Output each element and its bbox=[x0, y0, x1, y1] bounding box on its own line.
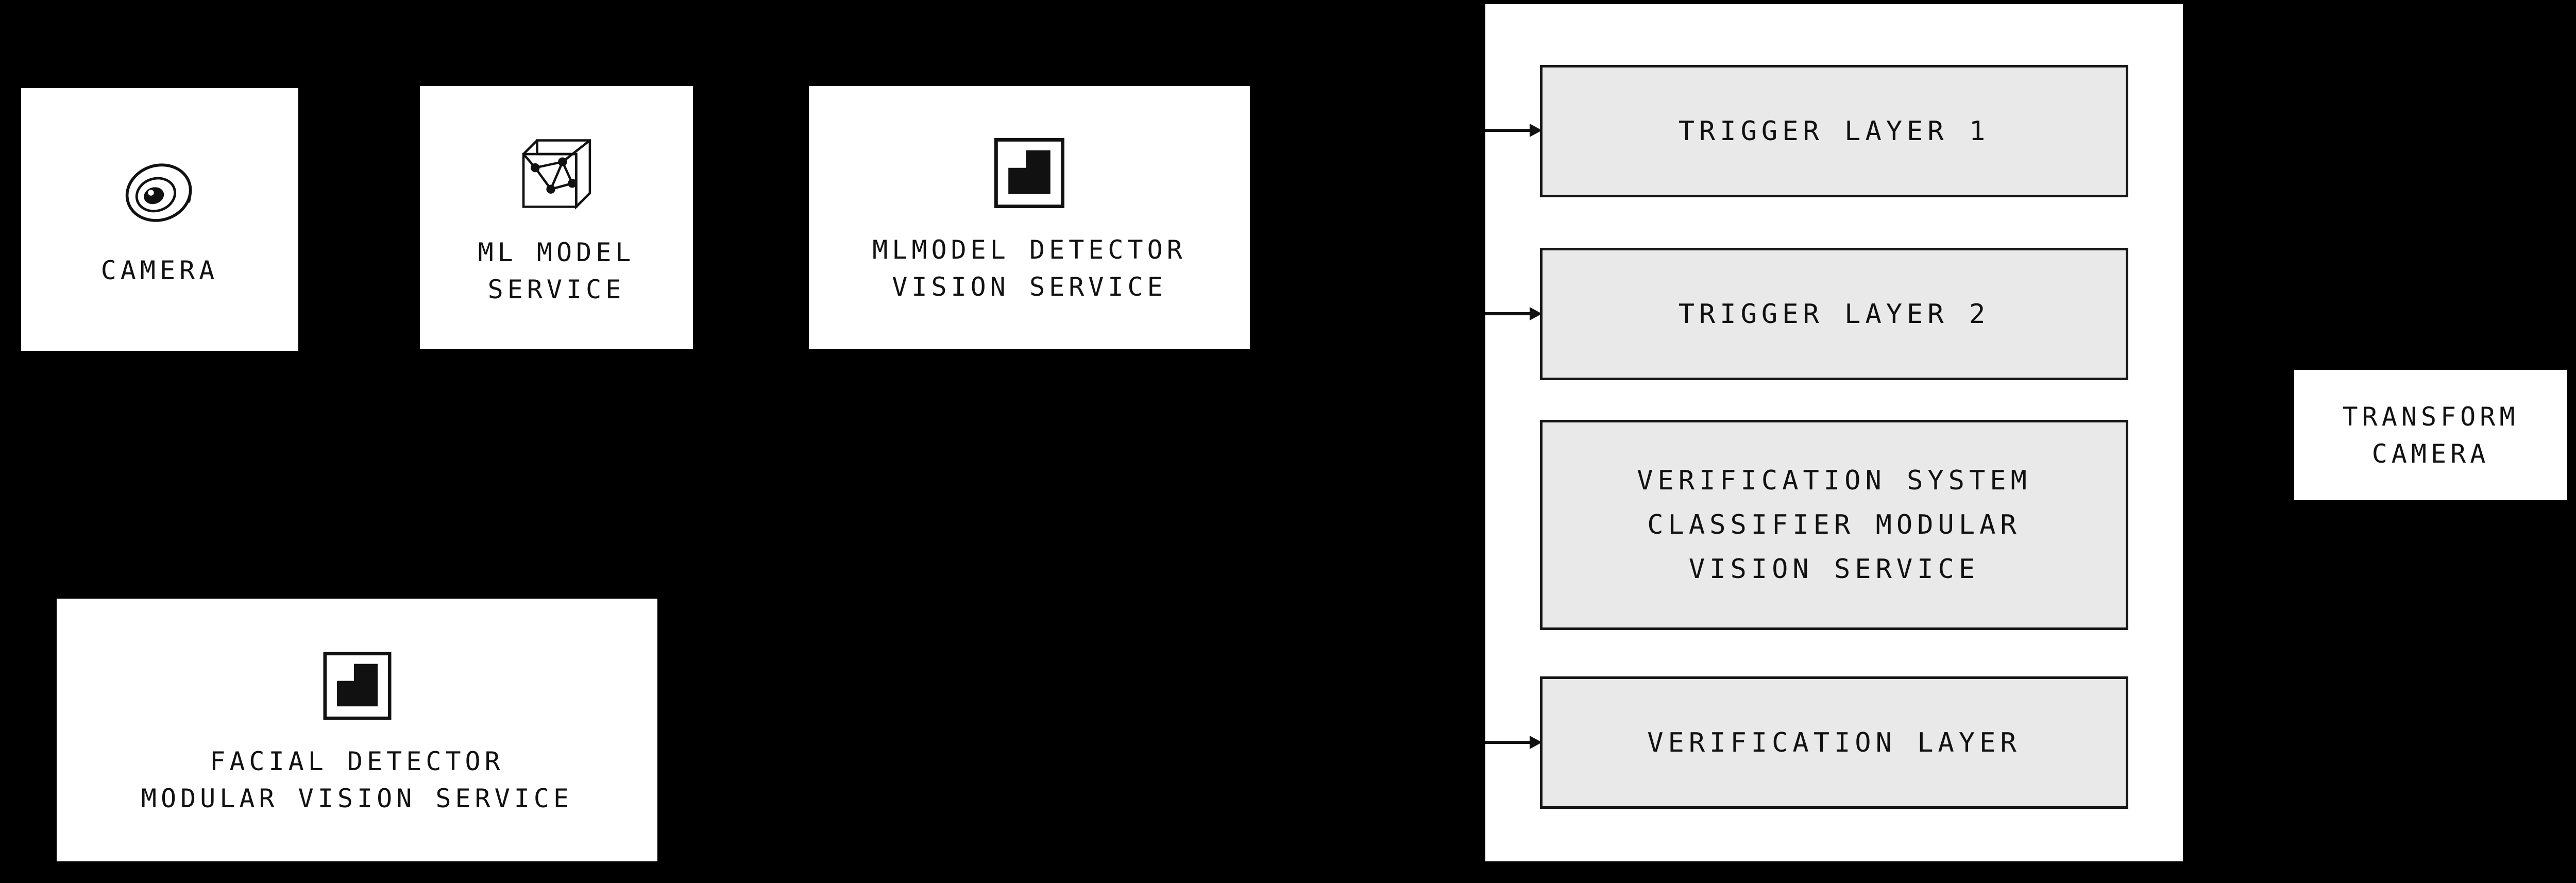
layer-verification-label: VERIFICATION LAYER bbox=[1647, 727, 2021, 758]
node-transform-camera-label: TRANSFORM CAMERA bbox=[2342, 401, 2519, 469]
arrow-into-trigger-layer-2 bbox=[1485, 307, 1542, 320]
layer-trigger-2-label: TRIGGER LAYER 2 bbox=[1678, 298, 1990, 330]
node-transform-camera[interactable]: TRANSFORM CAMERA bbox=[2294, 370, 2567, 500]
layer-verification[interactable]: VERIFICATION LAYER bbox=[1540, 676, 2128, 809]
layer-trigger-1-label: TRIGGER LAYER 1 bbox=[1678, 115, 1990, 147]
node-ml-model-service[interactable]: ML MODEL SERVICE bbox=[420, 86, 693, 349]
arrow-into-verification-layer bbox=[1485, 736, 1542, 749]
node-mlmodel-detector[interactable]: MLMODEL DETECTOR VISION SERVICE bbox=[809, 86, 1250, 349]
node-facial-detector-label: FACIAL DETECTOR MODULAR VISION SERVICE bbox=[141, 746, 573, 813]
arrow-into-trigger-layer-1 bbox=[1485, 124, 1542, 137]
node-camera[interactable]: CAMERA bbox=[21, 88, 298, 351]
camera-lens-icon bbox=[111, 150, 209, 237]
layer-trigger-2[interactable]: TRIGGER LAYER 2 bbox=[1540, 248, 2128, 380]
node-ml-model-service-label: ML MODEL SERVICE bbox=[478, 237, 635, 304]
layer-verification-system[interactable]: VERIFICATION SYSTEM CLASSIFIER MODULAR V… bbox=[1540, 420, 2128, 630]
detector-blocks-icon bbox=[986, 129, 1073, 217]
node-facial-detector[interactable]: FACIAL DETECTOR MODULAR VISION SERVICE bbox=[57, 599, 657, 861]
layer-trigger-1[interactable]: TRIGGER LAYER 1 bbox=[1540, 65, 2128, 197]
detector-blocks-icon bbox=[315, 643, 400, 728]
pipeline-container: TRIGGER LAYER 1 TRIGGER LAYER 2 VERIFICA… bbox=[1485, 4, 2183, 861]
node-camera-label: CAMERA bbox=[100, 256, 219, 285]
node-mlmodel-detector-label: MLMODEL DETECTOR VISION SERVICE bbox=[872, 235, 1187, 302]
ml-model-icon bbox=[506, 127, 607, 219]
layer-verification-system-label: VERIFICATION SYSTEM CLASSIFIER MODULAR V… bbox=[1637, 465, 2031, 585]
